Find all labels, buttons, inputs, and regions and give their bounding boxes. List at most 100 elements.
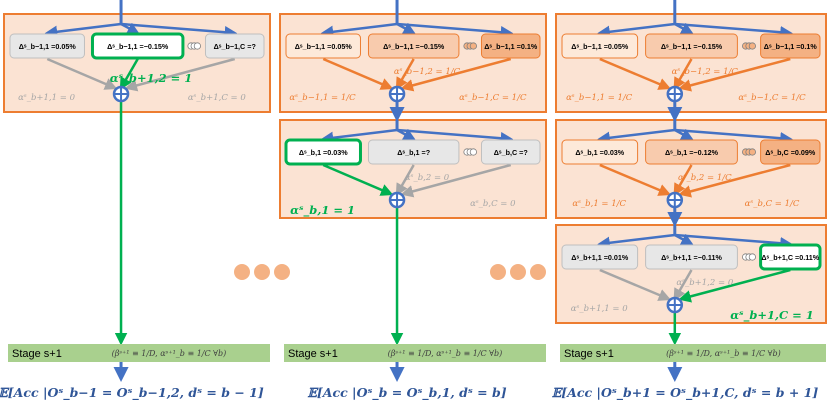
- column-ellipsis-dot: [254, 264, 270, 280]
- ellipsis-dot: [748, 42, 756, 50]
- weight-label: αˢ_b,1 = 1: [290, 203, 355, 218]
- candidate-delta-label: Δˢ_b−1,1 =0.05%: [295, 42, 353, 51]
- candidate-delta-label: Δˢ_b,1 =?: [397, 148, 430, 157]
- stage-bar: [284, 344, 546, 362]
- input-branch-arrow: [674, 22, 694, 35]
- stage-bar: [8, 344, 270, 362]
- selected-candidate-box: [759, 243, 822, 271]
- weight-label: αˢ_b−1,C = 1/C: [459, 93, 527, 103]
- candidate-delta-label: Δˢ_b,1 =−0.12%: [665, 148, 719, 157]
- stage-note: (βˢ⁺¹ ≡ 1/D, αˢ⁺¹_b ≡ 1/C ∀b): [112, 349, 227, 358]
- weight-label: αˢ_b,2 = 0: [405, 173, 450, 183]
- input-branch-arrow: [396, 128, 514, 145]
- column-ellipsis-dot: [490, 264, 506, 280]
- candidate-box: [561, 33, 639, 59]
- candidate-delta-label: Δˢ_b+1,C =0.11%: [761, 253, 819, 262]
- candidate-delta-label: Δˢ_b−1,1 =0.1%: [484, 42, 538, 51]
- candidate-delta-label: Δˢ_b−1,1 =−0.15%: [661, 42, 723, 51]
- weighted-edge: [322, 57, 394, 90]
- weighted-edge: [400, 57, 512, 92]
- candidate-box: [285, 33, 361, 59]
- input-branch-arrow: [396, 22, 416, 35]
- ellipsis-dot: [748, 148, 756, 156]
- candidate-delta-label: Δˢ_b−1,1 =−0.15%: [107, 42, 169, 51]
- candidate-delta-label: Δˢ_b,1 =0.03%: [299, 148, 348, 157]
- candidate-box: [367, 33, 460, 59]
- weighted-edge: [400, 163, 512, 198]
- expectation-formula: 𝔼[Acc |Oˢ_b+1 = Oˢ_b+1,C, dˢ = b + 1]: [552, 385, 819, 401]
- candidate-delta-label: Δˢ_b,1 =0.03%: [575, 148, 624, 157]
- weight-label: αˢ_b−1,1 = 1/C: [289, 93, 356, 103]
- weighted-edge: [678, 268, 791, 303]
- candidate-box: [9, 33, 85, 59]
- weight-label: αˢ_b+1,1 = 0: [571, 304, 628, 314]
- weighted-edge: [119, 58, 139, 91]
- column-ellipsis-dot: [530, 264, 546, 280]
- stage-note: (βˢ⁺¹ ≡ 1/D, αˢ⁺¹_b ≡ 1/C ∀b): [388, 349, 503, 358]
- column-ellipsis-dot: [274, 264, 290, 280]
- weighted-edge: [46, 57, 118, 90]
- selected-candidate-box: [90, 32, 185, 60]
- weight-label: αˢ_b,1 = 1/C: [572, 199, 626, 209]
- weight-label: αˢ_b−1,C = 1/C: [738, 93, 806, 103]
- weight-label: αˢ_b+1,C = 0: [188, 93, 247, 103]
- candidate-delta-label: Δˢ_b+1,1 =−0.11%: [661, 253, 722, 262]
- candidate-box: [760, 139, 821, 165]
- weight-label: αˢ_b−1,2 = 1/C: [394, 67, 461, 77]
- candidate-delta-label: Δˢ_b,C =?: [494, 148, 528, 157]
- weight-label: αˢ_b+1,2 = 0: [676, 278, 733, 288]
- input-branch-arrow: [674, 233, 793, 250]
- stage-label: Stage s+1: [564, 348, 614, 360]
- candidate-box: [480, 33, 541, 59]
- candidate-delta-label: Δˢ_b,C =0.09%: [765, 148, 816, 157]
- input-branch-arrow: [674, 128, 694, 141]
- candidate-box: [204, 33, 265, 59]
- weight-label: αˢ_b,C = 0: [470, 199, 516, 209]
- candidate-delta-label: Δˢ_b−1,1 =0.05%: [571, 42, 629, 51]
- candidate-delta-label: Δˢ_b+1,1 =0.01%: [571, 253, 629, 262]
- weighted-edge: [322, 163, 394, 196]
- column-ellipsis-dot: [510, 264, 526, 280]
- candidate-box: [645, 244, 738, 270]
- input-branch-arrow: [120, 22, 238, 39]
- input-branch-arrow: [674, 22, 793, 39]
- expectation-formula: 𝔼[Acc |Oˢ_b−1 = Oˢ_b−1,2, dˢ = b − 1]: [0, 385, 264, 401]
- input-branch-arrow: [597, 128, 675, 145]
- weighted-edge: [678, 57, 791, 92]
- candidate-box: [645, 33, 738, 59]
- weighted-edge: [395, 164, 415, 197]
- weighted-edge: [599, 57, 672, 90]
- weighted-edge: [673, 269, 693, 302]
- candidate-box: [561, 244, 639, 270]
- input-branch-arrow: [44, 22, 122, 38]
- expectation-formula: 𝔼[Acc |Oˢ_b = Oˢ_b,1, dˢ = b]: [307, 385, 506, 401]
- ellipsis-dot: [469, 148, 477, 156]
- ellipsis-dot: [748, 253, 756, 261]
- weighted-edge: [124, 57, 236, 92]
- weighted-edge: [599, 268, 672, 301]
- input-branch-arrow: [320, 128, 398, 144]
- weight-label: αˢ_b−1,2 = 1/C: [672, 67, 739, 77]
- candidate-box: [760, 33, 821, 59]
- weighted-edge: [395, 58, 415, 91]
- candidate-delta-label: Δˢ_b−1,1 =0.1%: [764, 42, 818, 51]
- input-branch-arrow: [396, 22, 514, 39]
- ellipsis-dot: [193, 42, 201, 50]
- weighted-edge: [673, 164, 693, 197]
- input-branch-arrow: [674, 128, 793, 145]
- selected-candidate-box: [284, 138, 362, 166]
- input-branch-arrow: [120, 22, 140, 35]
- weighted-edge: [678, 163, 791, 198]
- input-branch-arrow: [320, 22, 398, 38]
- input-branch-arrow: [597, 233, 675, 250]
- stage-note: (βˢ⁺¹ ≡ 1/D, αˢ⁺¹_b ≡ 1/C ∀b): [666, 349, 781, 358]
- stage-label: Stage s+1: [12, 348, 62, 360]
- candidate-delta-label: Δˢ_b−1,1 =−0.15%: [383, 42, 445, 51]
- input-branch-arrow: [674, 233, 694, 246]
- weighted-edge: [673, 58, 693, 91]
- candidate-delta-label: Δˢ_b−1,C =?: [214, 42, 256, 51]
- candidate-box: [480, 139, 541, 165]
- stage-bar: [560, 344, 826, 362]
- candidate-box: [561, 139, 639, 165]
